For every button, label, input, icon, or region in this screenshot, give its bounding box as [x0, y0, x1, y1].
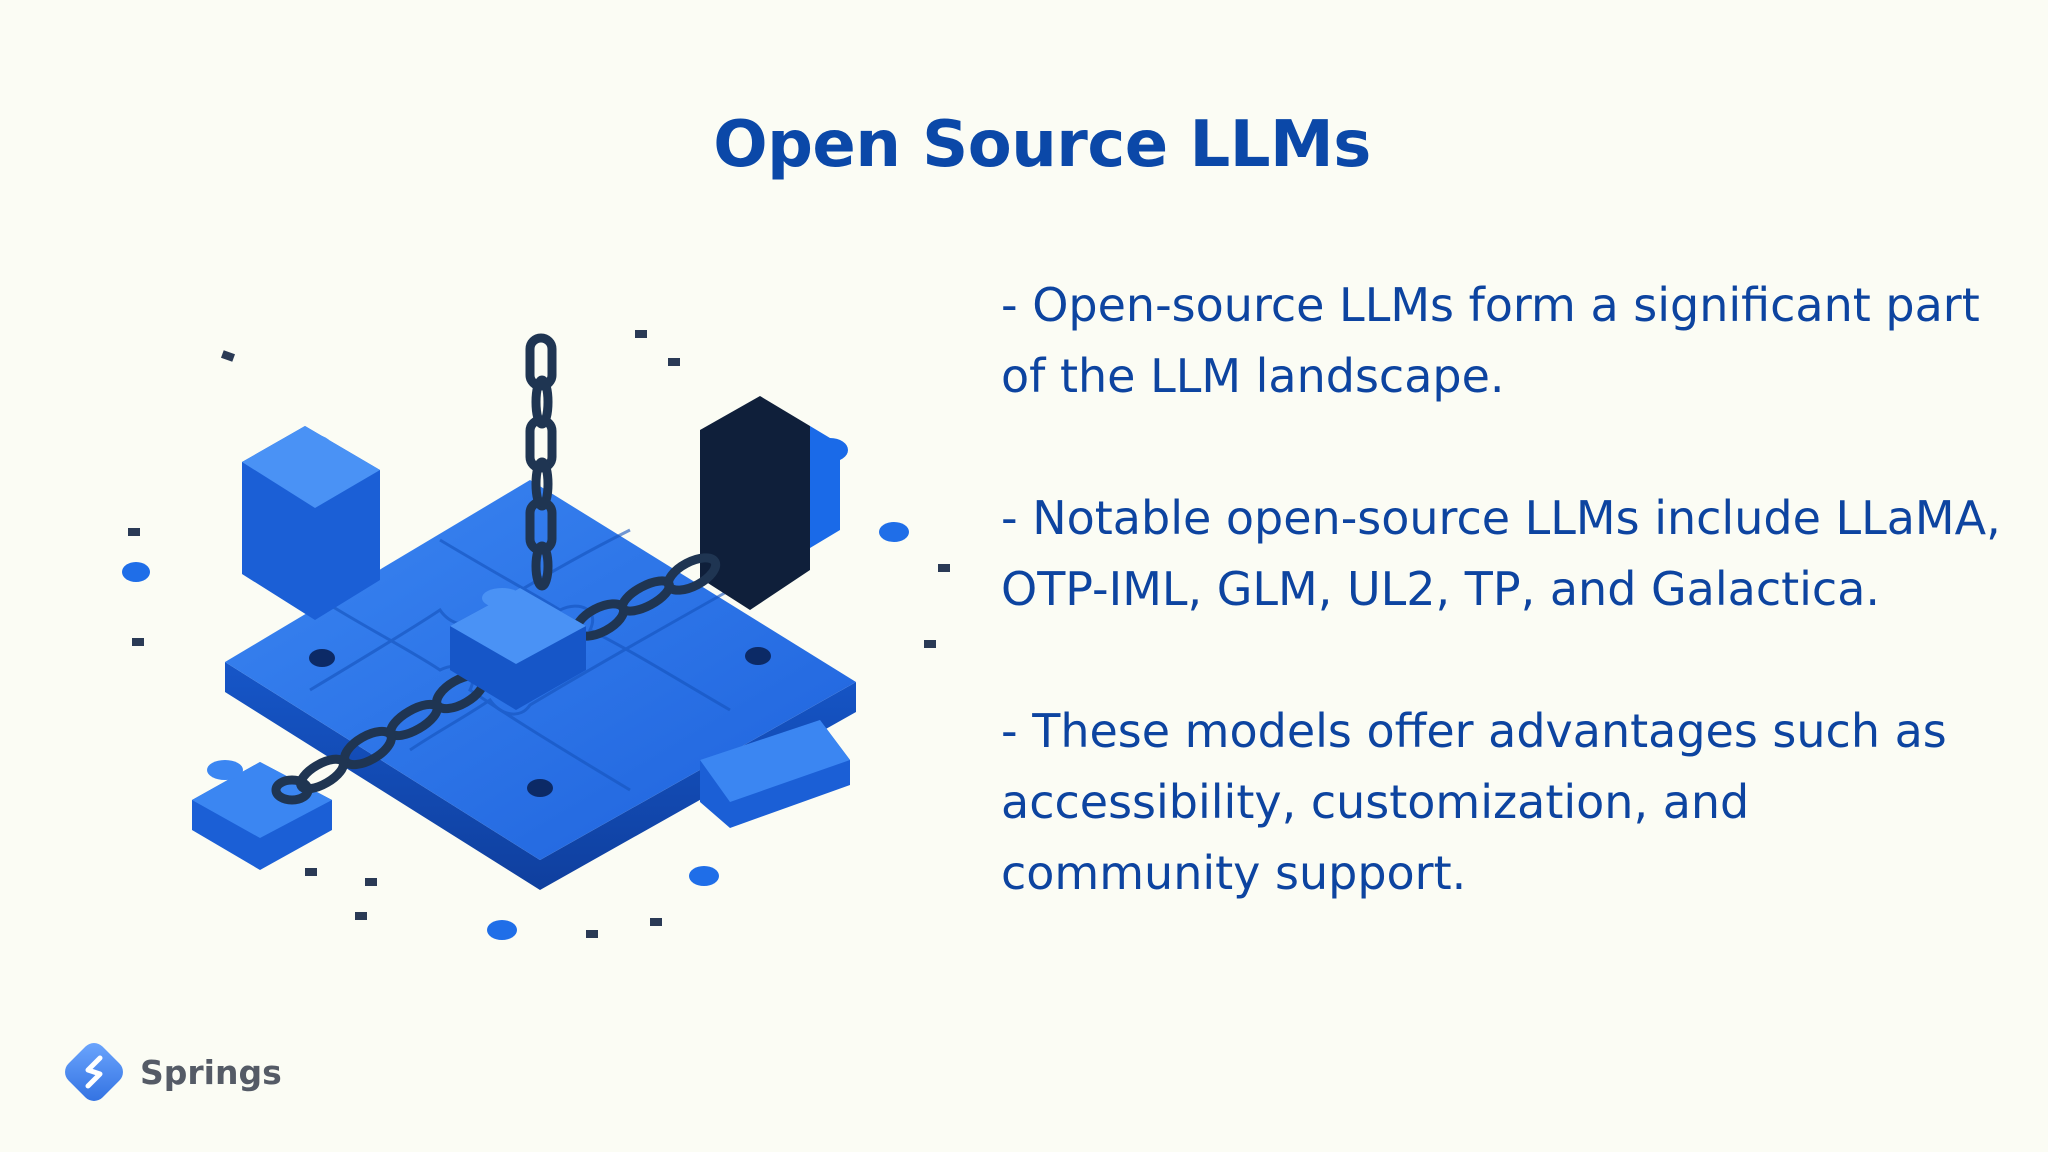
bullet-item: - These models offer advantages such as …: [1001, 704, 1947, 900]
scattered-pieces: [122, 330, 950, 940]
bullet-item: - Open-source LLMs form a significant pa…: [1001, 278, 1980, 403]
slide-title: Open Source LLMs: [713, 108, 1371, 182]
springs-logo-icon: [65, 1043, 123, 1101]
bullet-item: - Notable open-source LLMs include LLaMA…: [1001, 491, 2001, 616]
brand-name: Springs: [140, 1052, 282, 1092]
lock-piece: [450, 588, 586, 710]
puzzle-piece-bottom-left: [192, 760, 332, 870]
bullet-list: - Open-source LLMs form a significant pa…: [1001, 270, 2011, 909]
puzzle-piece-right: [700, 396, 848, 610]
puzzle-piece-left: [242, 426, 380, 620]
chained-puzzle-icon: [122, 330, 950, 940]
brand-logo: Springs: [58, 1036, 282, 1108]
puzzle-piece-bottom-right: [700, 720, 850, 828]
